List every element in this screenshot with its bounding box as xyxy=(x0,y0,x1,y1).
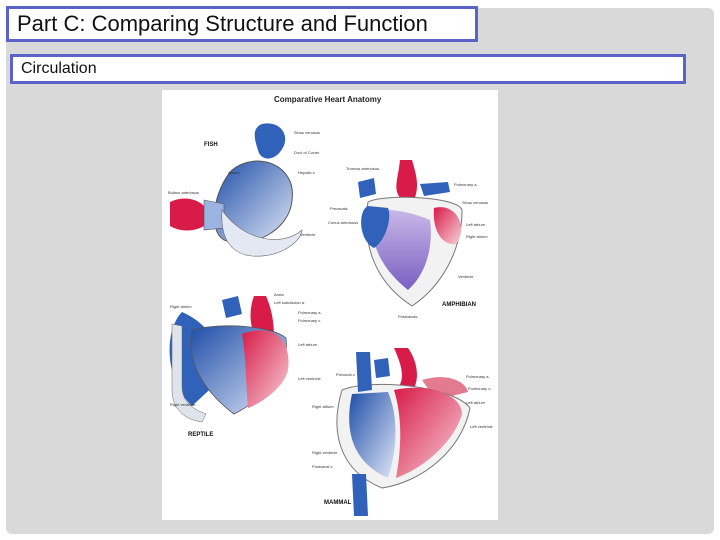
amphibian-annotation-label: Precavals xyxy=(330,206,348,211)
reptile-heart: REPTILE xyxy=(169,296,289,438)
mammal-annotation-label: Postcaval v. xyxy=(312,464,333,469)
reptile-annotation-label: Pulmonary v. xyxy=(298,318,321,323)
reptile-label: REPTILE xyxy=(188,432,213,438)
mammal-annotation-label: Right atrium xyxy=(312,404,334,409)
mammal-annotation-label: Precaval v. xyxy=(336,372,356,377)
slide-title: Part C: Comparing Structure and Function xyxy=(6,6,478,42)
mammal-annotation-label: Left ventricle xyxy=(470,424,493,429)
slide-subtitle: Circulation xyxy=(10,54,686,84)
amphibian-annotation-label: Pulmonary a. xyxy=(454,182,478,187)
fish-annotation-label: Atrium xyxy=(228,170,240,175)
amphibian-annotation-label: Conus arteriosus xyxy=(328,220,358,225)
reptile-annotation-label: Right atrium xyxy=(170,304,192,309)
figure-title: Comparative Heart Anatomy xyxy=(274,95,382,104)
amphibian-annotation-label: Right atrium xyxy=(466,234,488,239)
reptile-annotation-label: Pulmonary a. xyxy=(298,310,322,315)
heart-anatomy-figure: Comparative Heart Anatomy FISH AMPHIBIAN… xyxy=(162,90,498,520)
reptile-annotation-label: Left subclavian a. xyxy=(274,300,305,305)
fish-label: FISH xyxy=(204,142,218,148)
mammal-annotation-label: Left atrium xyxy=(466,400,486,405)
amphibian-heart: AMPHIBIAN xyxy=(358,160,476,308)
reptile-annotation-label: Left ventricle xyxy=(298,376,321,381)
amphibian-annotation-label: Ventricle xyxy=(458,274,474,279)
mammal-annotation-label: Right ventricle xyxy=(312,450,338,455)
amphibian-annotation-label: Left atrium xyxy=(466,222,486,227)
amphibian-annotation-label: Truncus arteriosus xyxy=(346,166,379,171)
fish-annotation-label: Hepatic v. xyxy=(298,170,316,175)
heart-anatomy-illustration: Comparative Heart Anatomy FISH AMPHIBIAN… xyxy=(168,95,493,516)
amphibian-annotation-label: Postcavals xyxy=(398,314,417,319)
mammal-annotation-label: Pulmonary v. xyxy=(468,386,491,391)
reptile-annotation-label: Aorta xyxy=(274,292,284,297)
fish-annotation-label: Bulbus arteriosus xyxy=(168,190,199,195)
amphibian-label: AMPHIBIAN xyxy=(442,302,476,308)
mammal-heart: MAMMAL xyxy=(324,348,471,516)
reptile-annotation-label: Left atrium xyxy=(298,342,318,347)
reptile-annotation-label: Right ventricle xyxy=(170,402,196,407)
mammal-label: MAMMAL xyxy=(324,500,352,506)
fish-annotation-label: Sinus venosus xyxy=(294,130,320,135)
amphibian-annotation-label: Sinus venosus xyxy=(462,200,488,205)
fish-annotation-label: Duct of Cuvier xyxy=(294,150,320,155)
mammal-annotation-label: Pulmonary a. xyxy=(466,374,490,379)
fish-annotation-label: Ventricle xyxy=(300,232,316,237)
fish-heart: FISH xyxy=(170,123,303,257)
